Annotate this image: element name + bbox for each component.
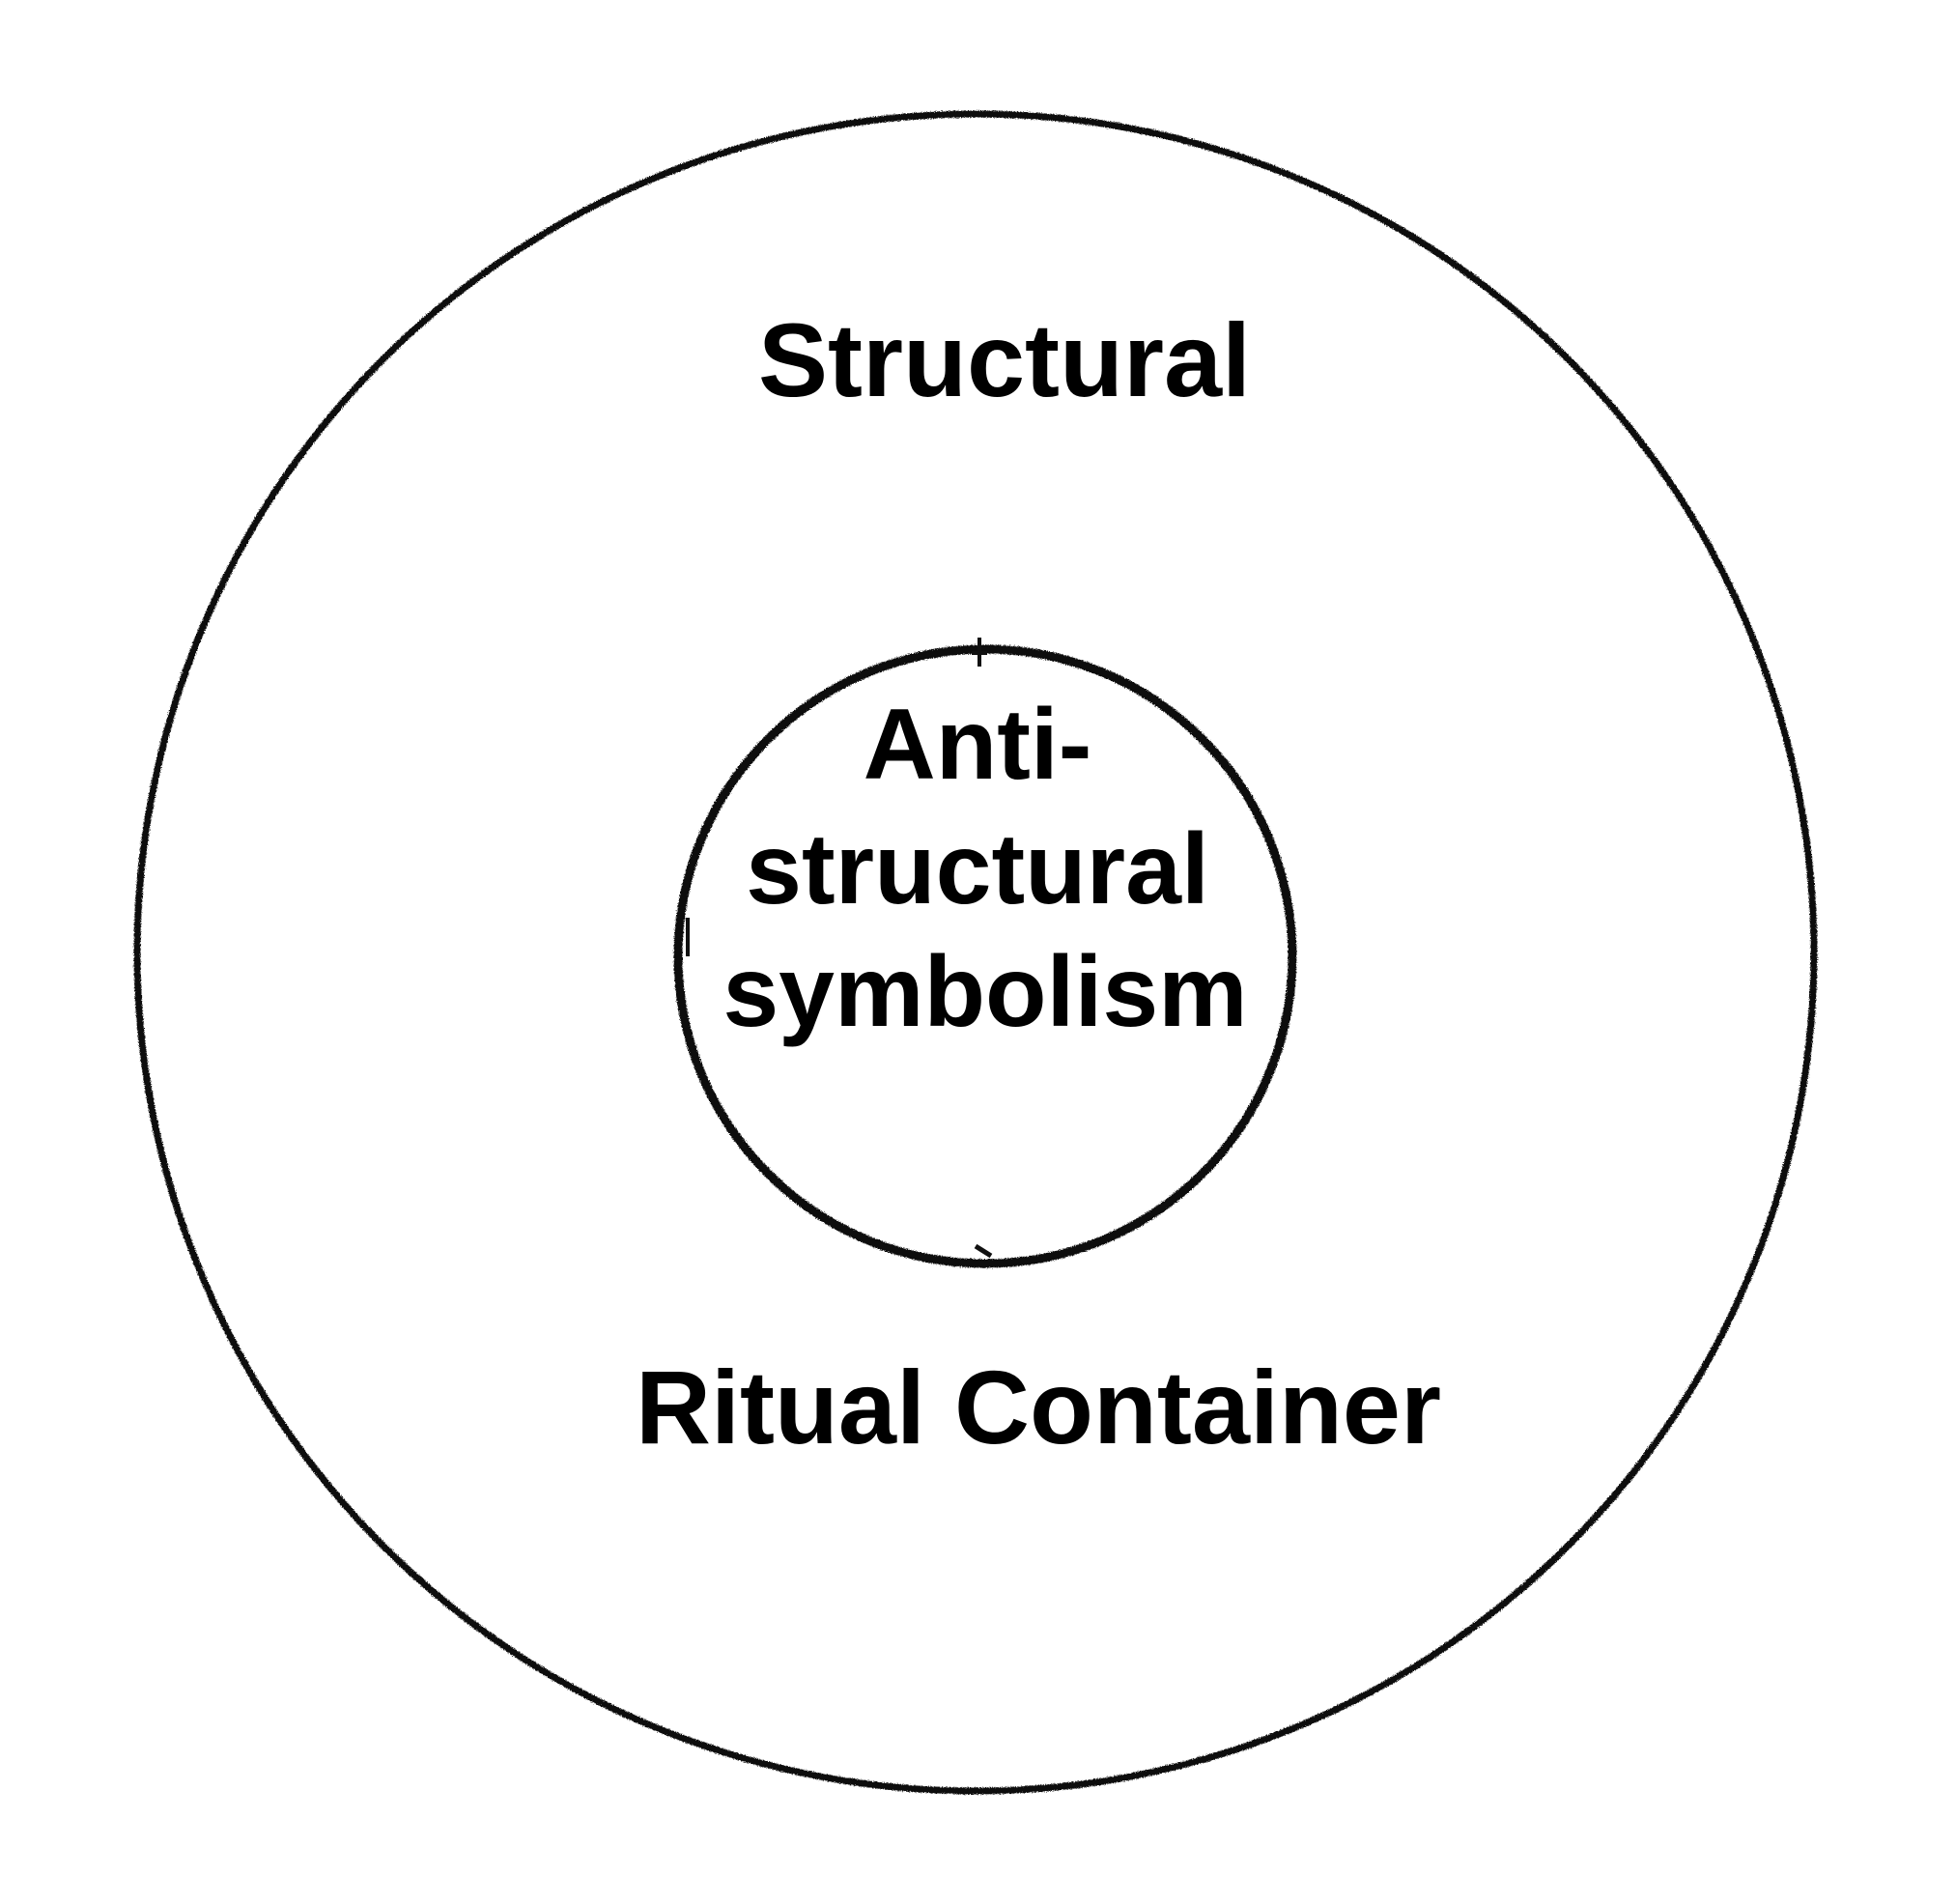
outer-circle: [133, 110, 1818, 1795]
inner-circle-bottom-tick: [974, 1243, 993, 1259]
structural-label: Structural: [758, 301, 1251, 418]
inner-label-line-1: Anti-: [864, 689, 1092, 801]
inner-circle: [673, 644, 1297, 1268]
ritual-container-label: Ritual Container: [636, 1349, 1441, 1465]
inner-label-line-2: structural: [746, 813, 1209, 925]
inner-label-line-3: symbolism: [722, 936, 1247, 1048]
inner-circle-top-tick: [972, 638, 987, 667]
